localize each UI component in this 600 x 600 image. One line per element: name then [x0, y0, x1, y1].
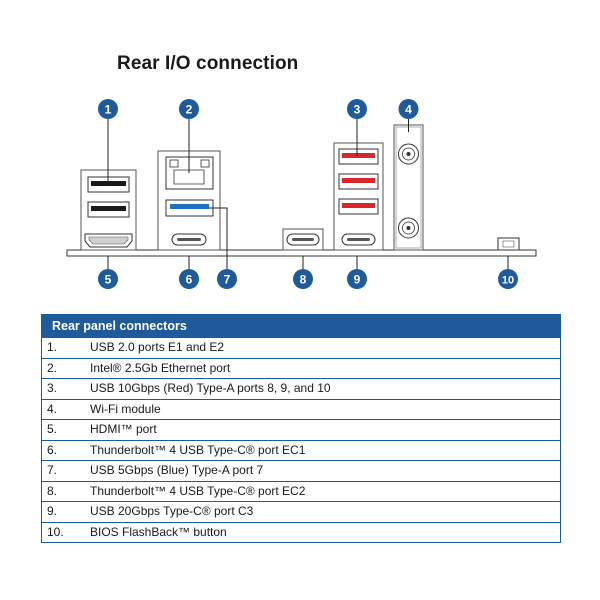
row-description: Thunderbolt™ 4 USB Type-C® port EC1 [90, 442, 306, 457]
row-number: 1. [47, 340, 58, 354]
badge-6: 6 [179, 269, 199, 289]
svg-text:9: 9 [354, 273, 361, 287]
table-row: 9. USB 20Gbps Type-C® port C3 [42, 501, 560, 522]
row-number: 8. [47, 483, 58, 498]
row-number: 9. [47, 504, 58, 518]
row-number: 7. [47, 463, 58, 477]
badge-10: 10 [498, 269, 518, 289]
table-row: 8. Thunderbolt™ 4 USB Type-C® port EC2 [42, 480, 560, 502]
ethernet-block [157, 150, 221, 251]
table-row: 3. USB 10Gbps (Red) Type-A ports 8, 9, an… [42, 378, 560, 399]
row-number: 4. [47, 401, 58, 416]
table-row: 5. HDMI™ port [42, 419, 560, 440]
row-number: 5. [47, 422, 58, 436]
table-row: 1. USB 2.0 ports E1 and E2 [42, 337, 560, 358]
svg-text:6: 6 [186, 273, 193, 287]
svg-text:7: 7 [224, 273, 231, 287]
leader-lines [107, 119, 509, 269]
badge-3: 3 [347, 99, 367, 119]
usb-red-block [333, 142, 384, 251]
wifi-module [393, 124, 424, 251]
badge-7: 7 [217, 269, 237, 289]
tb4-ec2-block [282, 228, 324, 251]
row-description: USB 5Gbps (Blue) Type-A port 7 [90, 463, 264, 477]
table-row: 10. BIOS FlashBack™ button [42, 521, 560, 543]
svg-text:5: 5 [105, 273, 112, 287]
row-number: 10. [47, 524, 64, 539]
svg-text:4: 4 [405, 103, 412, 117]
row-description: USB 20Gbps Type-C® port C3 [90, 504, 254, 518]
badge-8: 8 [293, 269, 313, 289]
table-row: 6. Thunderbolt™ 4 USB Type-C® port EC1 [42, 439, 560, 461]
row-description: Thunderbolt™ 4 USB Type-C® port EC2 [90, 483, 306, 498]
table-row: 7. USB 5Gbps (Blue) Type-A port 7 [42, 460, 560, 481]
table-row: 2. Intel® 2.5Gb Ethernet port [42, 357, 560, 379]
page-title: Rear I/O connection [117, 53, 299, 74]
table-row: 4. Wi-Fi module [42, 398, 560, 420]
row-description: USB 2.0 ports E1 and E2 [90, 340, 225, 354]
bios-flashback-block [497, 237, 520, 251]
svg-text:2: 2 [186, 103, 193, 117]
badge-5: 5 [98, 269, 118, 289]
row-description: BIOS FlashBack™ button [90, 524, 227, 539]
row-number: 3. [47, 381, 58, 395]
svg-text:8: 8 [300, 273, 307, 287]
row-description: Intel® 2.5Gb Ethernet port [90, 360, 231, 375]
rear-panel-connectors-table: Rear panel connectors 1. USB 2.0 ports E1… [41, 314, 561, 543]
row-number: 6. [47, 442, 58, 457]
rear-io-diagram: 1 2 3 4 5 6 7 8 9 10 [66, 99, 537, 289]
table-header: Rear panel connectors [42, 315, 560, 337]
badge-4: 4 [398, 99, 419, 119]
svg-text:1: 1 [105, 103, 112, 117]
row-description: USB 10Gbps (Red) Type-A ports 8, 9, and … [90, 381, 331, 395]
svg-text:3: 3 [354, 103, 361, 117]
svg-text:10: 10 [502, 275, 514, 287]
row-description: HDMI™ port [90, 422, 157, 436]
badge-2: 2 [179, 99, 199, 119]
badge-1: 1 [98, 99, 118, 119]
badge-9: 9 [347, 269, 367, 289]
usb2-hdmi-block [80, 169, 137, 251]
row-description: Wi-Fi module [90, 401, 161, 416]
board-edge [66, 249, 537, 257]
row-number: 2. [47, 360, 58, 375]
